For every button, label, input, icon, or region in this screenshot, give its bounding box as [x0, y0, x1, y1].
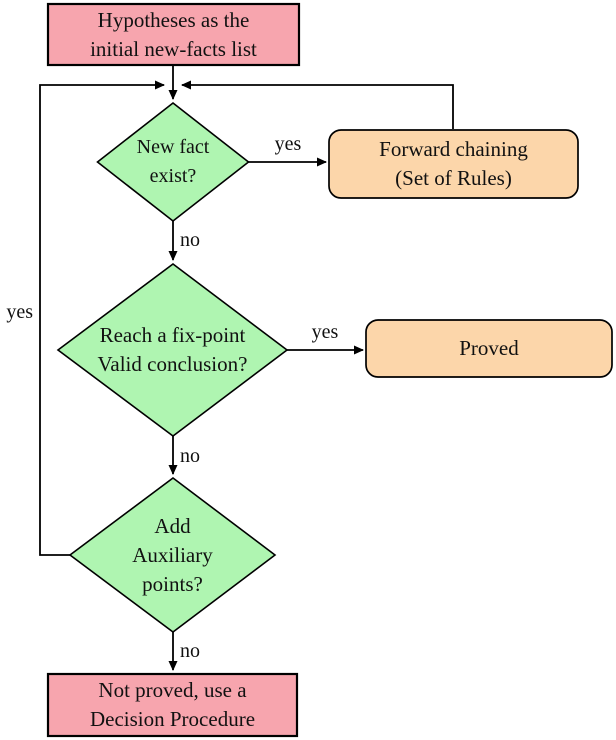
- node-not-proved-box: [46, 672, 299, 738]
- node-new-fact-diamond: [96, 101, 250, 223]
- node-fix-point-diamond: [56, 262, 289, 438]
- edge-forward-chaining-return: [181, 80, 454, 129]
- node-proved-box: [365, 319, 613, 378]
- node-aux-points-diamond: [68, 476, 277, 634]
- node-hypotheses-box: [46, 2, 301, 67]
- edge-aux-yes-loop: [39, 80, 165, 556]
- node-forward-chaining-box: [328, 129, 579, 199]
